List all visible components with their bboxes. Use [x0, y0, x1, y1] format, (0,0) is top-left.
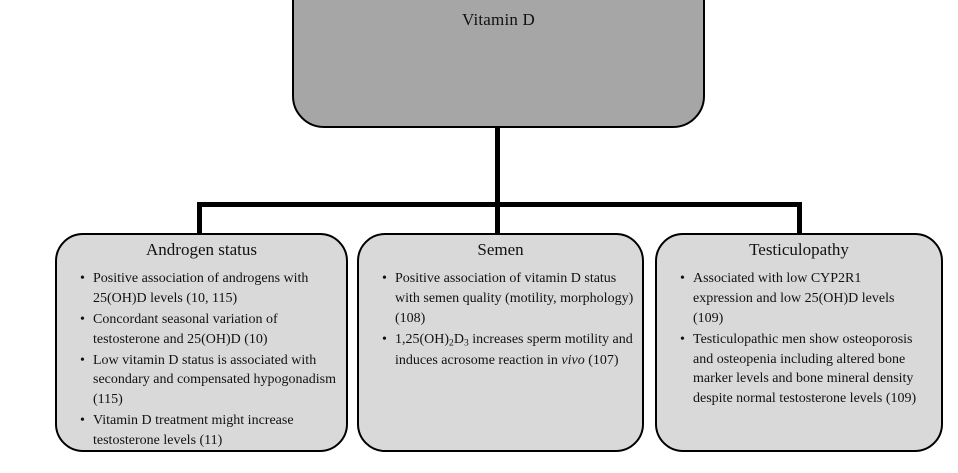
bullet-item: Positive association of androgens with 2…: [80, 269, 344, 309]
bullet-text-segment: Positive association of androgens with 2…: [93, 271, 309, 306]
node-title-semen: Semen: [477, 240, 524, 259]
bullet-item: Low vitamin D status is associated with …: [80, 351, 344, 411]
bullet-list-testiculopathy: Associated with low CYP2R1 expression an…: [657, 269, 941, 409]
bullet-text-segment: 1,25(OH): [395, 331, 450, 347]
connector-right-drop: [797, 202, 802, 235]
node-androgen-status: Androgen status Positive association of …: [55, 233, 348, 452]
bullet-item: Associated with low CYP2R1 expression an…: [680, 269, 921, 329]
bullet-text-segment: (107): [584, 352, 619, 368]
bullet-text-segment: D: [453, 331, 464, 347]
bullet-text-segment: Concordant seasonal variation of testost…: [93, 311, 278, 347]
root-node-title: Vitamin D: [461, 10, 536, 29]
bullet-text-segment: Testiculopathic men show osteoporosis an…: [693, 331, 917, 407]
bullet-text-segment: Vitamin D treatment might increase testo…: [93, 413, 294, 448]
node-semen: Semen Positive association of vitamin D …: [357, 233, 644, 452]
bullet-item: 1,25(OH)2D3 increases sperm motility and…: [382, 330, 639, 371]
bullet-text-segment: 3: [463, 338, 469, 348]
bullet-text-segment: increases sperm motility and induces acr…: [395, 331, 633, 368]
bullet-text-segment: Low vitamin D status is associated with …: [93, 352, 336, 408]
bullet-item: Concordant seasonal variation of testost…: [80, 310, 344, 350]
connector-trunk: [495, 126, 500, 235]
bullet-item: Testiculopathic men show osteoporosis an…: [680, 330, 921, 410]
bullet-text-segment: 2: [449, 338, 454, 348]
bullet-text-segment: vivo: [561, 352, 585, 368]
bullet-list-semen: Positive association of vitamin D status…: [359, 269, 642, 370]
bullet-item: Vitamin D treatment might increase testo…: [80, 411, 344, 451]
connector-left-drop: [197, 202, 202, 235]
bullet-item: Positive association of vitamin D status…: [382, 269, 639, 329]
bullet-list-androgen-status: Positive association of androgens with 2…: [57, 269, 346, 451]
node-title-androgen-status: Androgen status: [146, 240, 257, 259]
node-vitamin-d: Vitamin D: [292, 0, 705, 128]
connector-crossbar: [197, 202, 802, 207]
bullet-text-segment: Associated with low CYP2R1 expression an…: [693, 271, 895, 326]
node-title-testiculopathy: Testiculopathy: [749, 240, 849, 259]
node-testiculopathy: Testiculopathy Associated with low CYP2R…: [655, 233, 943, 452]
bullet-text-segment: Positive association of vitamin D status…: [395, 271, 634, 326]
